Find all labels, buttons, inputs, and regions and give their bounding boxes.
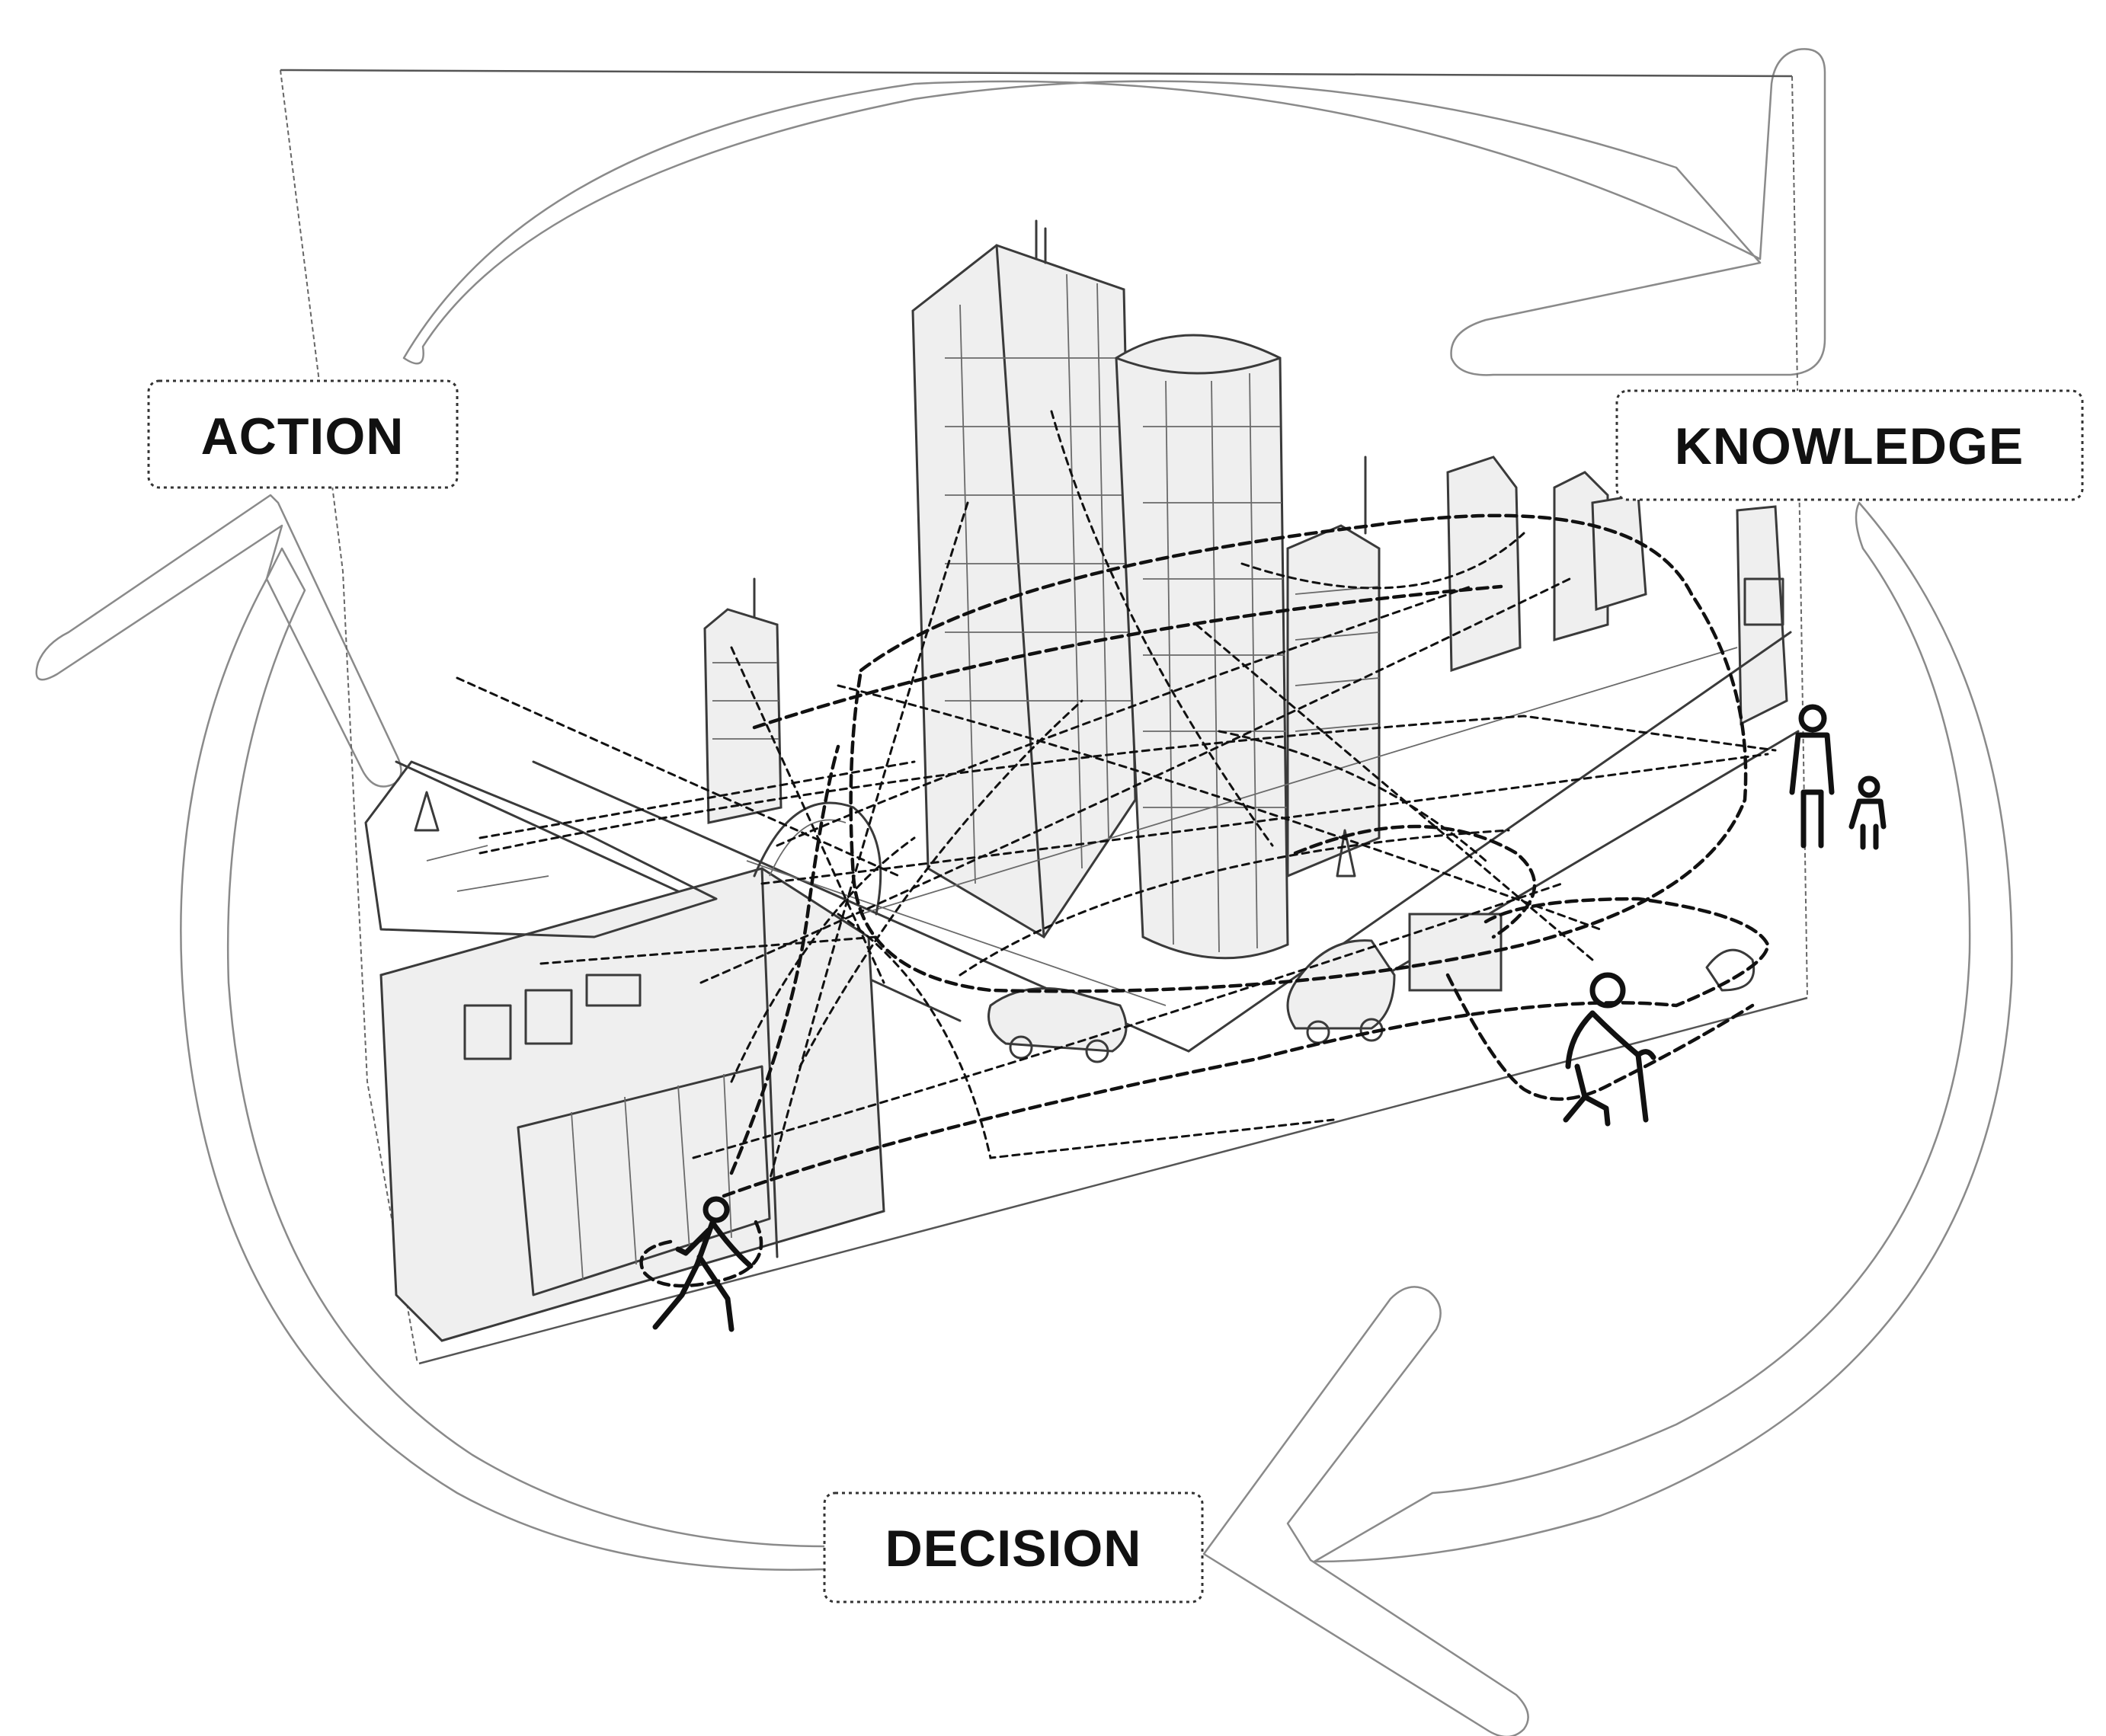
arrow-knowledge-to-decision <box>1313 501 2013 1563</box>
label-knowledge: KNOWLEDGE <box>1615 389 2084 501</box>
arrow-knowledge-to-decision-head <box>1202 1286 1529 1736</box>
trees <box>414 791 1755 992</box>
label-knowledge-text: KNOWLEDGE <box>1675 417 2024 475</box>
frame-top-edge <box>280 69 1793 78</box>
label-decision-box <box>823 1491 1204 1603</box>
arrow-decision-to-action-head <box>35 494 402 788</box>
cycle-arrows <box>35 48 2013 1736</box>
tall-tower <box>911 219 1137 939</box>
frame-bottom-edge <box>418 996 1808 1365</box>
label-action-box <box>147 379 459 489</box>
cylinder-tower <box>1115 334 1289 960</box>
cars <box>987 913 1503 1063</box>
movement-trails <box>456 410 1777 1288</box>
right-skyline <box>1286 456 1788 878</box>
label-decision-text: DECISION <box>885 1520 1142 1578</box>
label-action: ACTION <box>147 379 459 489</box>
left-park <box>364 760 718 938</box>
arrow-decision-to-action <box>180 547 828 1571</box>
walking-person-icon <box>652 1196 754 1332</box>
city-sketch <box>364 219 1800 1342</box>
label-decision: DECISION <box>823 1491 1204 1603</box>
label-knowledge-box <box>1615 389 2084 501</box>
label-action-text: ACTION <box>201 408 405 465</box>
frame-right-edge <box>1791 75 1808 999</box>
arrow-action-to-knowledge <box>402 48 1826 376</box>
elderly-person-with-cane-icon <box>1563 972 1656 1127</box>
left-low-building <box>379 867 885 1342</box>
parent-with-child-icon <box>1789 704 1887 850</box>
